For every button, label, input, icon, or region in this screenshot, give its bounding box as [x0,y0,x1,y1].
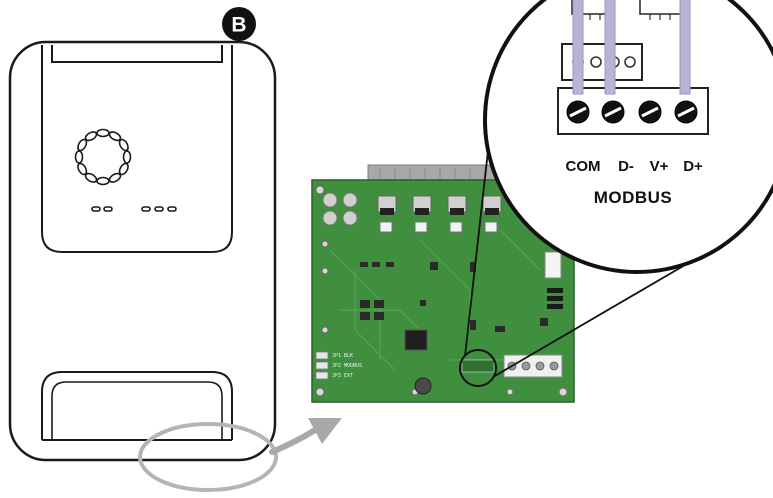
pcb-capacitors [322,192,358,226]
led-segment [122,150,132,164]
pcb-modbus-marker [459,349,497,387]
terminal-label-d-plus: D+ [683,158,703,175]
pcb-terminal-block [461,354,563,378]
led-segment [77,138,88,152]
modbus-zoom-callout: COM D- V+ D+ MODBUS [483,0,773,274]
led-segment [118,162,129,176]
pcb-ics-small [379,221,498,233]
screw-terminals [566,100,698,124]
screw-slot [641,106,659,118]
pcb-buzzer [414,377,432,395]
housing-lower-slot-inner [51,381,223,440]
led-ring-icon [74,128,132,186]
led-segment [84,172,98,183]
led-segment [77,162,88,176]
terminal-label-d-minus: D- [618,158,634,175]
led-segment [108,172,122,183]
badge-letter: B [231,14,246,37]
bus-name-label: MODBUS [594,188,673,207]
pcb-white-module [544,251,562,279]
indicator-dashes [91,206,177,212]
modbus-wires [572,0,691,95]
led-segment [118,138,129,152]
led-segment [96,128,110,138]
highlight-ellipse [138,422,278,492]
svg-text:JP2 MODBUS: JP2 MODBUS [332,363,362,369]
housing-display-panel [41,45,233,253]
terminal-label-com: COM [566,158,601,175]
led-segment [96,176,110,186]
screw-slot [569,106,587,118]
screw-slot [677,106,695,118]
pcb-main-chip [404,329,428,351]
led-segment [108,131,122,142]
svg-text:JP1 BLK: JP1 BLK [332,353,353,359]
pcb-left-components [315,351,329,380]
led-segment [74,150,84,164]
pcb-smd-components [360,262,548,332]
pcb-transistors [377,195,502,215]
zoom-callout-lines [464,141,686,378]
svg-text:JP3 EXT: JP3 EXT [332,373,353,379]
led-segment [84,131,98,142]
housing-display-inner [51,45,223,63]
pcb-header-pins [547,288,563,309]
pointer-arrow-icon [269,418,342,455]
terminal-label-v-plus: V+ [650,158,669,175]
screw-slot [604,106,622,118]
device-housing [8,40,277,462]
housing-lower-slot [41,371,233,440]
terminal-labels: COM D- V+ D+ [566,158,704,175]
pcb-silkscreen: JP1 BLK JP2 MODBUS JP3 EXT [332,353,362,379]
letter-b-badge-icon: B [222,7,256,41]
